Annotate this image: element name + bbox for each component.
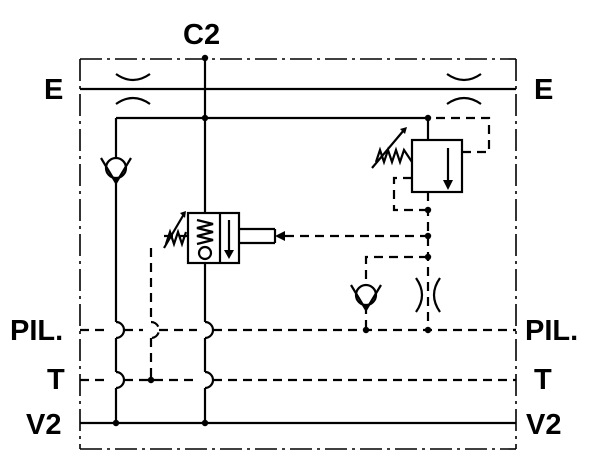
relief-valve-icon [371,116,491,212]
restrictor-icon [446,73,482,105]
port-label-t-right: T [534,364,552,396]
port-label-v2-right: V2 [526,409,562,441]
port-label-pil-left: PIL. [10,315,64,347]
port-label-pil-right: PIL. [525,315,579,347]
junction-dot [362,326,370,334]
junction-dot [201,419,209,427]
junction-dot [424,232,432,240]
pilot-branch-line [364,255,428,283]
restrictor-icon [115,73,151,105]
restrictor-icon [415,277,441,313]
port-label-t-left: T [47,364,65,396]
port-label-e-left: E [44,74,64,106]
junction-dot [201,54,209,62]
port-label-v2-left: V2 [26,409,62,441]
junction-dot [424,253,432,261]
valve-block-outline [79,58,517,450]
port-label-e-right: E [534,74,554,106]
spring-icon [196,218,214,246]
junction-dot [112,419,120,427]
port-label-c2: C2 [183,19,221,51]
counterbalance-valve [163,211,285,265]
junction-dot [424,206,432,214]
junction-dot [147,376,155,384]
